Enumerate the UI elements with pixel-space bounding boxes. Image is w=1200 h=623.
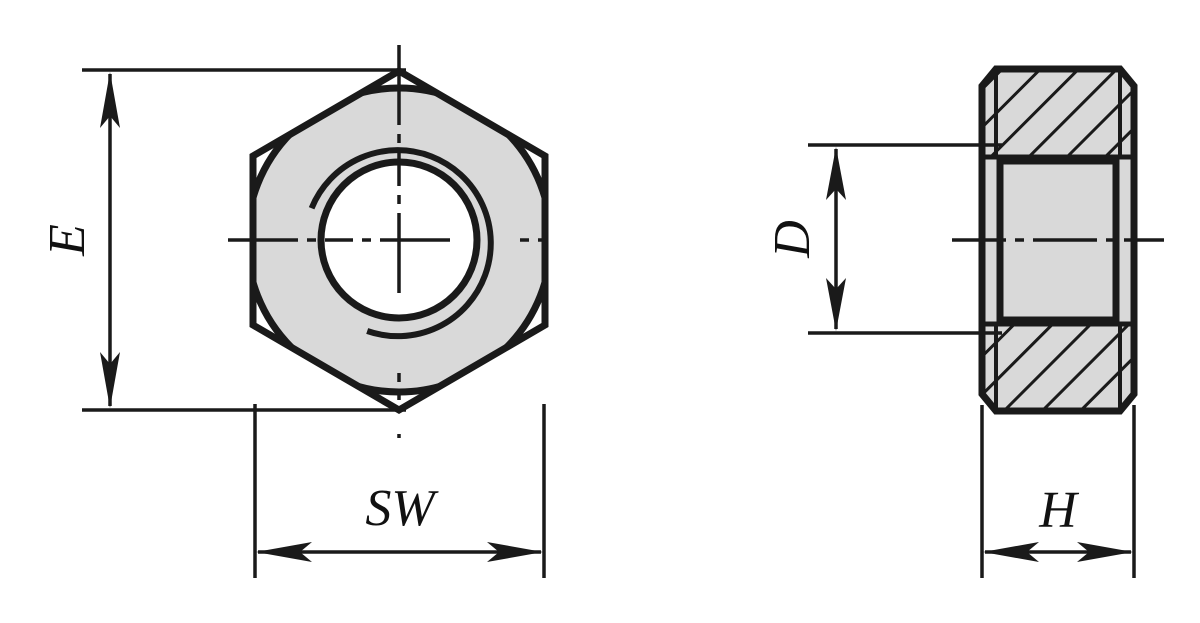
dimension-SW-label: SW	[365, 480, 439, 537]
side-body-outline	[978, 65, 1138, 415]
dimension-H-label: H	[1038, 482, 1079, 539]
side-view	[952, 65, 1164, 415]
dimension-SW: SW	[253, 404, 546, 578]
dimension-D: D	[764, 143, 1002, 335]
front-view	[228, 45, 572, 438]
thread-arc	[308, 147, 494, 340]
dimension-SW-arrow-left	[256, 542, 312, 562]
dimension-D-arrow-top	[826, 147, 846, 200]
section-hatch-lower	[982, 324, 1134, 411]
section-hatch-upper-fill	[982, 69, 1134, 157]
dimension-E: E	[39, 68, 406, 412]
dimension-D-label: D	[764, 220, 821, 259]
dimension-E-label: E	[39, 224, 96, 257]
dimension-H-arrow-right	[1077, 542, 1133, 562]
section-hatch-lower-fill	[982, 324, 1134, 411]
dimension-E-arrow-bottom	[100, 352, 120, 408]
dimension-H: H	[980, 405, 1136, 578]
section-hatch-upper	[982, 69, 1134, 157]
dimension-D-arrow-bottom	[826, 278, 846, 331]
dimension-E-arrow-top	[100, 72, 120, 128]
dimension-H-arrow-left	[983, 542, 1039, 562]
dimension-SW-arrow-right	[487, 542, 543, 562]
